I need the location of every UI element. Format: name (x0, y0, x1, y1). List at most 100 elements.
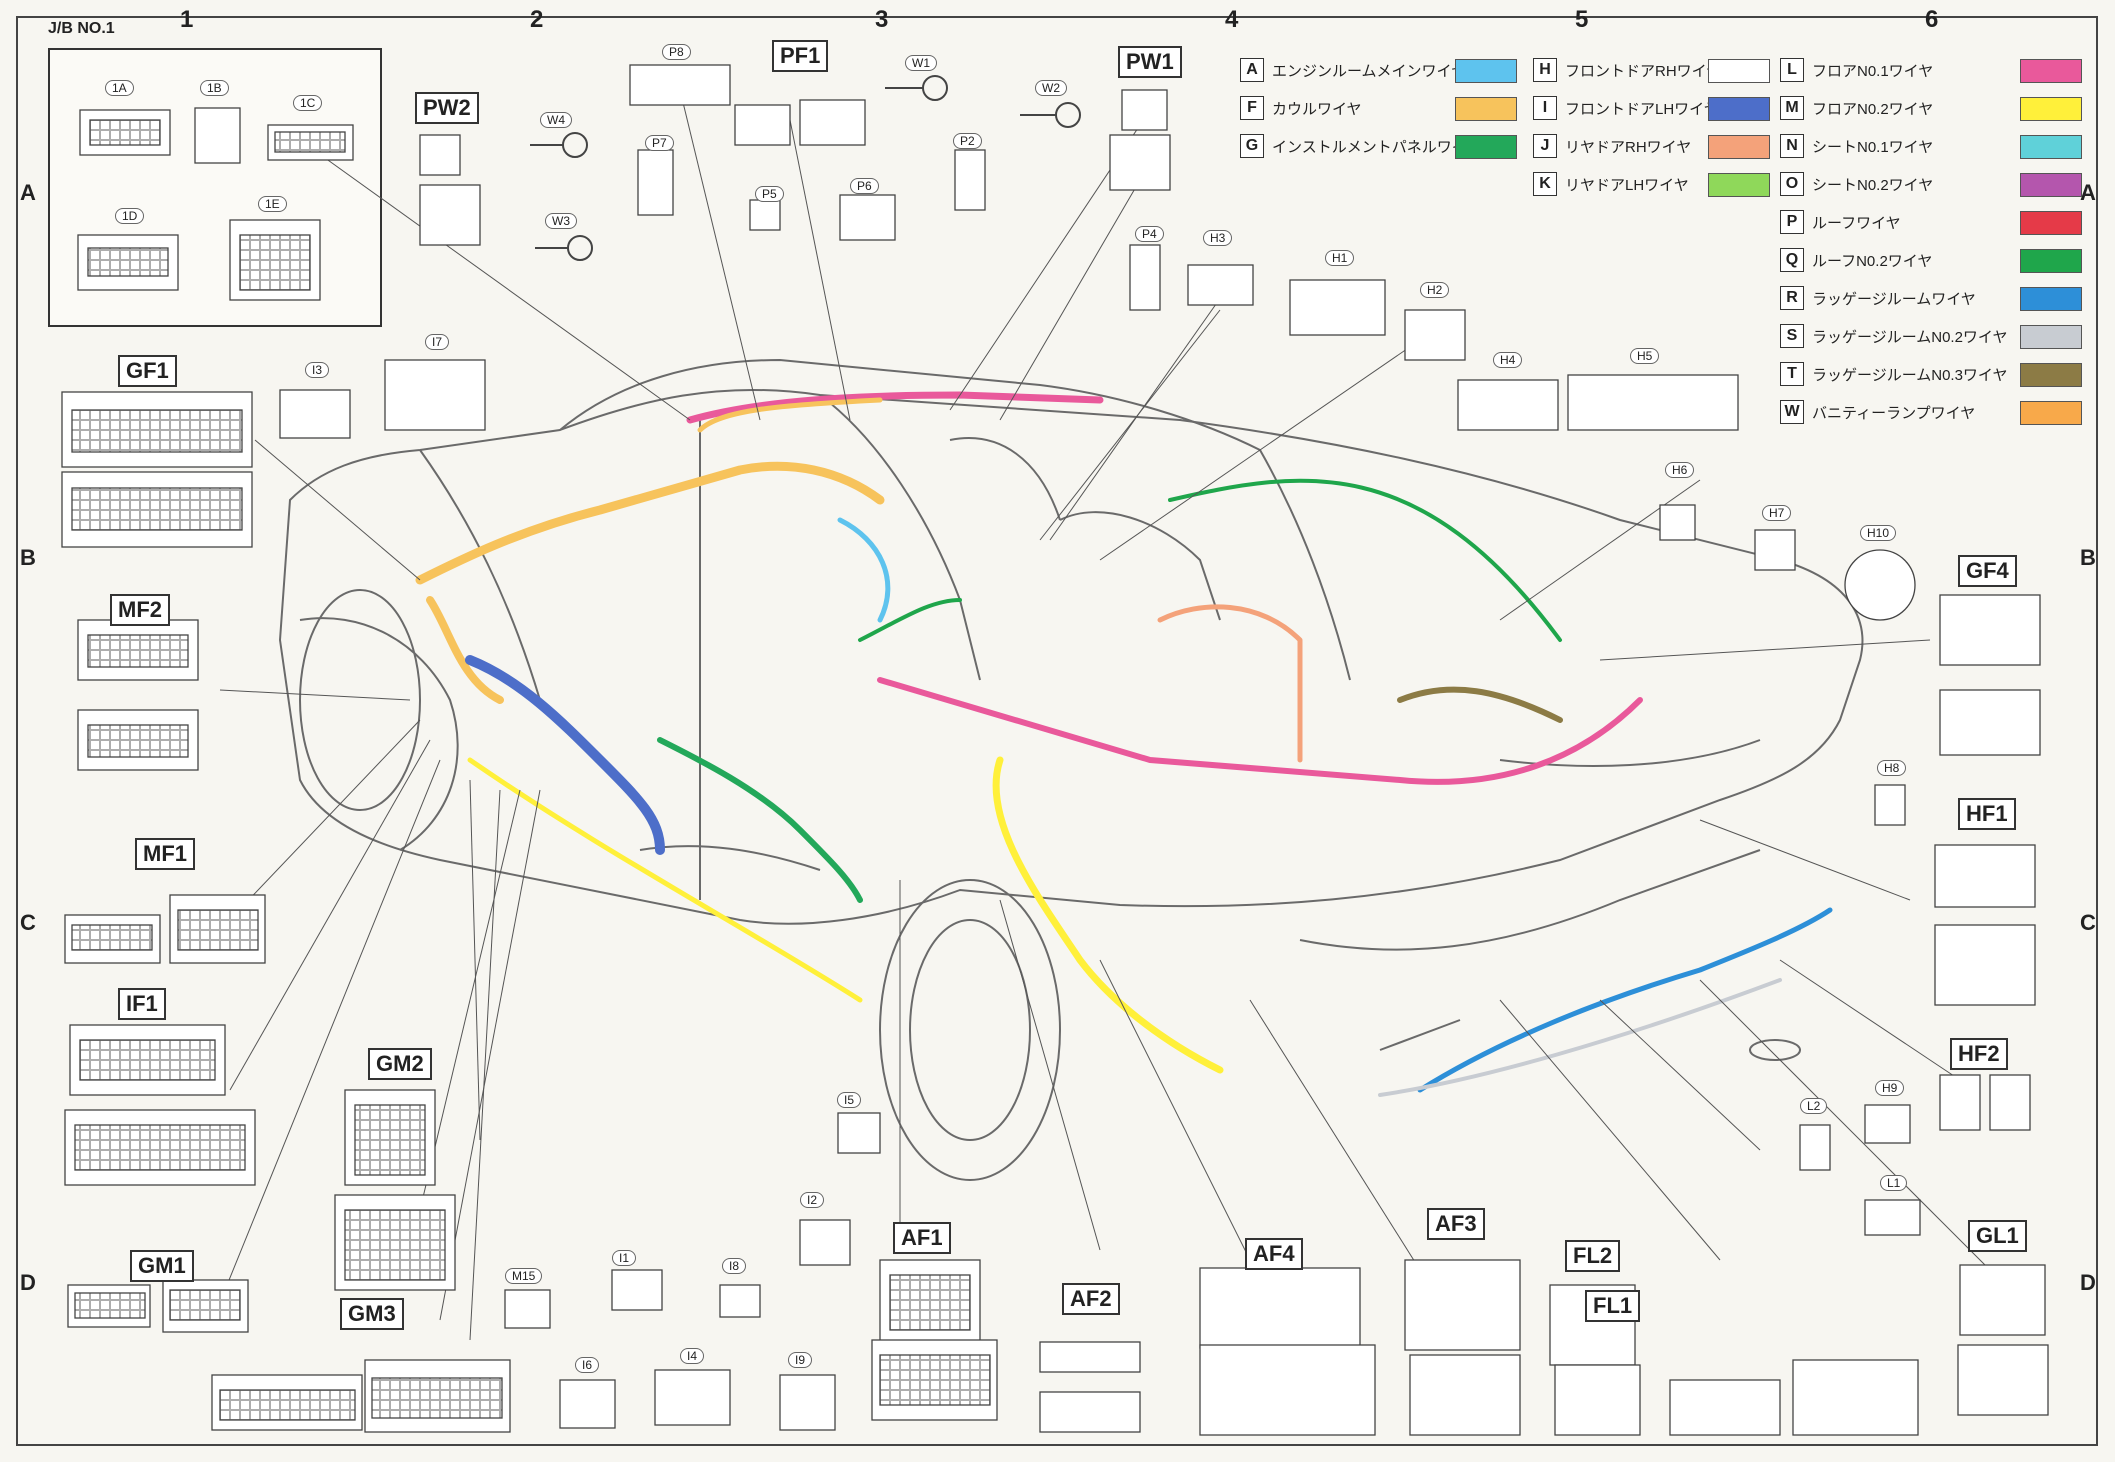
legend-key: W (1780, 400, 1804, 424)
floor-no2-harness-a (467, 757, 863, 1003)
legend-color-swatch (2020, 59, 2082, 83)
label-p4: P4 (1135, 226, 1164, 242)
label-i1: I1 (612, 1250, 637, 1266)
label-p5: P5 (755, 186, 784, 202)
legend-color-swatch (1455, 135, 1517, 159)
label-af1: AF1 (893, 1222, 951, 1254)
legend-key: Q (1780, 248, 1804, 272)
legend-key: A (1240, 58, 1264, 82)
legend-name: ラッゲージルームワイヤ (1812, 290, 1976, 308)
label-pw2: PW2 (415, 92, 479, 124)
grid-col-2: 2 (530, 6, 544, 33)
instrument-panel-harness (657, 737, 863, 903)
grid-row-b-right: B (2080, 545, 2096, 570)
legend-key: P (1780, 210, 1804, 234)
label-gm1: GM1 (130, 1250, 194, 1282)
label-hf1: HF1 (1958, 798, 2016, 830)
legend-name: シートN0.1ワイヤ (1812, 138, 1934, 156)
legend-item-g: G インストルメントパネルワイヤ (1240, 132, 1481, 160)
legend-key: F (1240, 96, 1264, 120)
legend-color-swatch (2020, 173, 2082, 197)
label-w1: W1 (905, 55, 937, 71)
roof-no2-harness-b (1168, 478, 1562, 642)
label-p7: P7 (645, 135, 674, 151)
legend-name: ラッゲージルームN0.2ワイヤ (1812, 328, 2008, 346)
cowl-harness-2 (426, 596, 504, 704)
label-h8: H8 (1877, 760, 1907, 776)
legend-key: I (1533, 96, 1557, 120)
cowl-harness (415, 461, 885, 585)
label-h2: H2 (1420, 282, 1450, 298)
label-i2: I2 (800, 1192, 825, 1208)
legend-key: S (1780, 324, 1804, 348)
luggage-harness (1417, 907, 1833, 1093)
legend-color-swatch (1708, 135, 1770, 159)
legend-item-k: K リヤドアLHワイヤ (1533, 170, 1689, 198)
legend-key: O (1780, 172, 1804, 196)
label-w2: W2 (1035, 80, 1067, 96)
grid-row-d-right: D (2080, 1270, 2096, 1295)
legend-key: N (1780, 134, 1804, 158)
label-af4: AF4 (1245, 1238, 1303, 1270)
grid-row-a-right: A (2080, 180, 2096, 205)
label-af3: AF3 (1427, 1208, 1485, 1240)
label-i8: I8 (722, 1258, 747, 1274)
legend-item-a: A エンジンルームメインワイヤ (1240, 56, 1466, 84)
label-h6: H6 (1665, 462, 1695, 478)
legend-name: フロントドアRHワイヤ (1565, 62, 1722, 80)
label-h4: H4 (1493, 352, 1523, 368)
legend-name: フロントドアLHワイヤ (1565, 100, 1719, 118)
legend-color-swatch (2020, 249, 2082, 273)
label-i7: I7 (425, 334, 450, 350)
grid-row-c-right: C (2080, 910, 2096, 935)
label-fl2: FL2 (1565, 1240, 1621, 1272)
legend-name: エンジンルームメインワイヤ (1272, 62, 1467, 80)
legend-key: G (1240, 134, 1264, 158)
grid-col-1: 1 (180, 6, 194, 33)
legend-name: リヤドアLHワイヤ (1565, 176, 1689, 194)
legend-color-swatch (2020, 97, 2082, 121)
rear-door-rh-harness (1157, 604, 1303, 763)
label-gf1: GF1 (118, 355, 177, 387)
label-gf4: GF4 (1958, 555, 2017, 587)
grid-row-a-left: A (20, 180, 36, 205)
label-if1: IF1 (118, 988, 166, 1020)
label-af2: AF2 (1062, 1283, 1120, 1315)
label-p6: P6 (850, 178, 879, 194)
diagram-frame (16, 16, 2098, 1446)
legend-key: H (1533, 58, 1557, 82)
legend-color-swatch (2020, 287, 2082, 311)
legend-name: バニティーランプワイヤ (1812, 404, 1976, 422)
legend-color-swatch (2020, 135, 2082, 159)
legend-name: リヤドアRHワイヤ (1565, 138, 1692, 156)
label-1e: 1E (258, 196, 287, 212)
legend-key: K (1533, 172, 1557, 196)
grid-col-4: 4 (1225, 6, 1239, 33)
legend-item-i: I フロントドアLHワイヤ (1533, 94, 1719, 122)
legend-item-f: F カウルワイヤ (1240, 94, 1362, 122)
legend-color-swatch (1708, 59, 1770, 83)
label-h1: H1 (1325, 250, 1355, 266)
legend-name: シートN0.2ワイヤ (1812, 176, 1934, 194)
label-1d: 1D (115, 208, 145, 224)
connector-shapes (61, 64, 2049, 1436)
legend-item-h: H フロントドアRHワイヤ (1533, 56, 1721, 84)
legend-name: カウルワイヤ (1272, 100, 1362, 118)
grid-row-c-left: C (20, 910, 36, 935)
roof-harness (686, 391, 1104, 424)
legend-key: T (1780, 362, 1804, 386)
label-h9: H9 (1875, 1080, 1905, 1096)
legend-item-s: S ラッゲージルームN0.2ワイヤ (1780, 322, 2008, 350)
legend-name: インストルメントパネルワイヤ (1272, 138, 1482, 156)
wire-harnesses (415, 391, 1833, 1097)
legend-color-swatch (1455, 59, 1517, 83)
luggage-no2-harness (1378, 978, 1782, 1097)
luggage-no3-harness (1397, 686, 1563, 723)
terminal-rings (530, 75, 1081, 261)
leader-lines (219, 89, 2001, 1341)
